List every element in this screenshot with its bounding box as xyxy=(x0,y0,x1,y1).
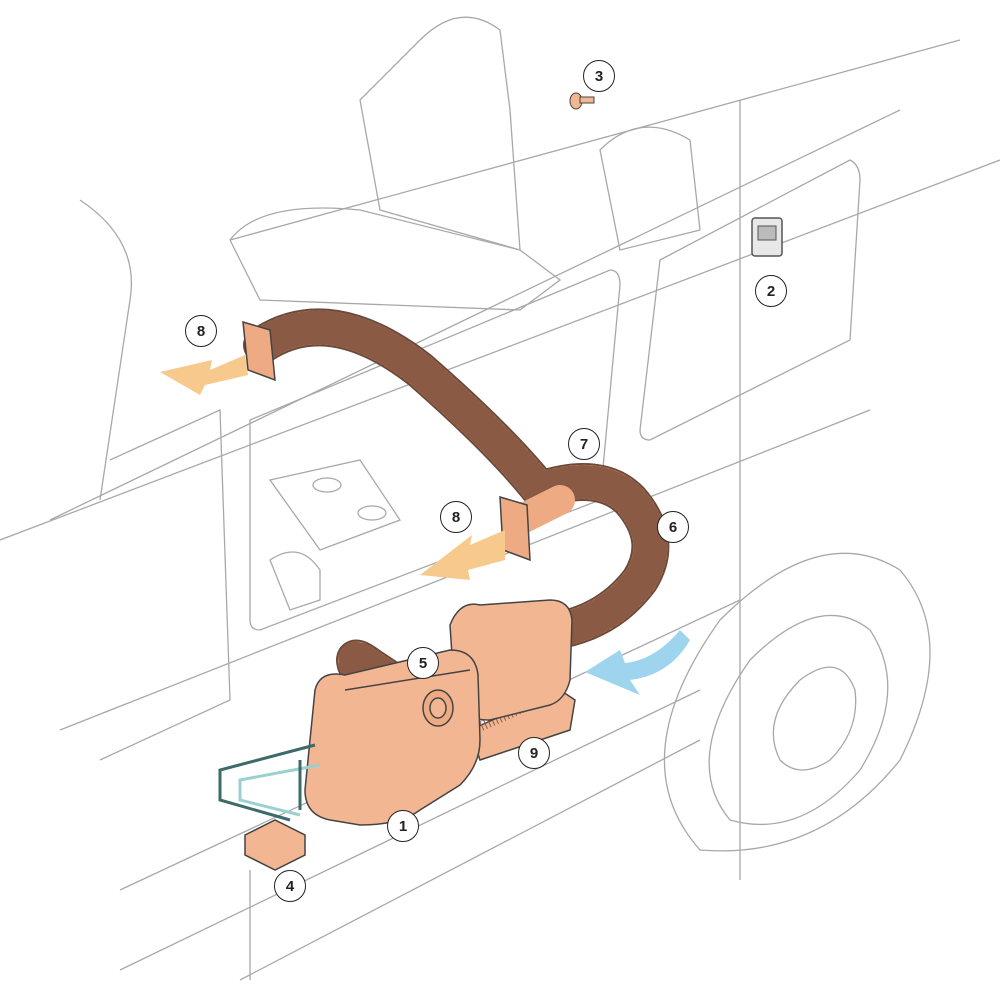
callout-7-junction: 7 xyxy=(568,428,600,460)
heater-unit xyxy=(304,599,576,826)
air-outlet-vents xyxy=(242,320,531,562)
electronics-box xyxy=(244,819,306,871)
callout-5-duct: 5 xyxy=(407,647,439,679)
warm-air-arrows xyxy=(160,355,505,580)
callout-8-outlet-front: 8 xyxy=(440,501,472,533)
control-panel-icon xyxy=(751,217,783,257)
callout-2-control-panel: 2 xyxy=(755,275,787,307)
air-duct xyxy=(243,308,670,723)
wiring-harness xyxy=(218,743,321,822)
temperature-sensor-icon xyxy=(569,92,595,110)
callout-8-outlet-rear: 8 xyxy=(185,315,217,347)
callout-3-sensor: 3 xyxy=(583,60,615,92)
callout-6-duct: 6 xyxy=(657,511,689,543)
callout-1-heater: 1 xyxy=(387,810,419,842)
cold-air-intake-arrow xyxy=(585,630,690,695)
callout-9-air-intake: 9 xyxy=(518,737,550,769)
callout-4-electronics-box: 4 xyxy=(274,870,306,902)
